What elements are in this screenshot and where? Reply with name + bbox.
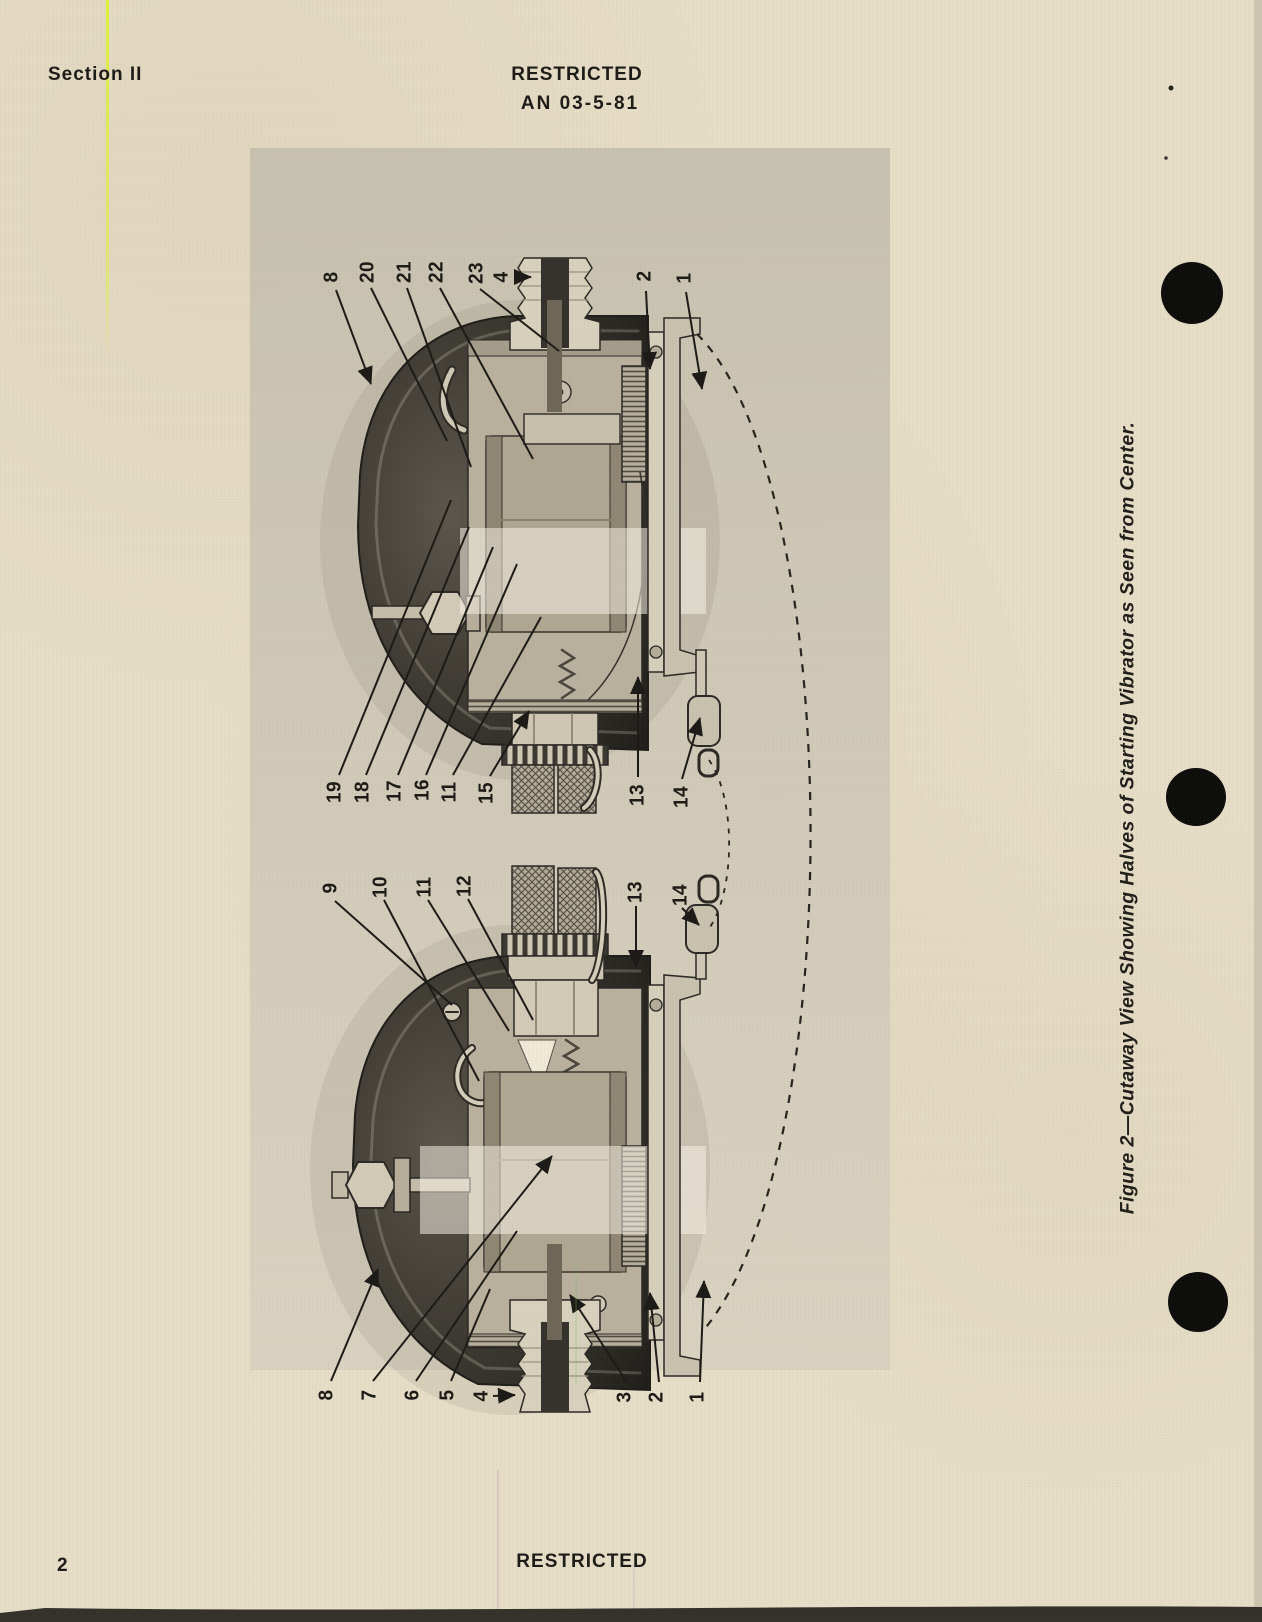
callout-bottom-view-14: 14	[669, 883, 692, 907]
scanner-edge-bottom	[0, 1606, 1262, 1622]
callout-top-view-8: 8	[320, 271, 343, 283]
mounting-plate-top-view	[647, 317, 701, 677]
callout-top-view-1: 1	[673, 272, 696, 284]
vibrator-bottom-view	[331, 865, 720, 1413]
callout-bottom-view-13: 13	[624, 880, 647, 904]
callout-leaders	[330, 269, 712, 1404]
punch-hole-middle	[1166, 768, 1226, 826]
callout-top-view-23: 23	[465, 261, 488, 285]
callout-top-view-14: 14	[670, 785, 693, 809]
connector-plug-bottom-view	[501, 865, 609, 1037]
callout-bottom-view-2: 2	[645, 1391, 668, 1403]
callout-top-view-21: 21	[393, 260, 416, 284]
ink-speck	[1164, 156, 1168, 160]
callout-bottom-view-8: 8	[315, 1389, 338, 1401]
threaded-fitting-bottom	[509, 1244, 601, 1413]
callout-bottom-view-12: 12	[453, 874, 476, 898]
header-doc-number: AN 03-5-81	[520, 93, 640, 114]
callout-top-view-20: 20	[356, 260, 379, 284]
punch-hole-top	[1161, 262, 1223, 324]
callout-bottom-view-1: 1	[686, 1391, 709, 1403]
contact-stack	[621, 365, 647, 483]
callout-top-view-15: 15	[475, 781, 498, 805]
ink-speck	[1168, 85, 1174, 91]
threaded-fitting-top	[509, 257, 601, 412]
callout-top-view-13: 13	[626, 783, 649, 807]
callout-bottom-view-6: 6	[401, 1389, 424, 1401]
callout-bottom-view-3: 3	[613, 1391, 636, 1403]
footer-classification: RESTRICTED	[516, 1551, 648, 1572]
callout-bottom-view-11: 11	[413, 876, 436, 898]
callout-top-view-16: 16	[411, 778, 434, 802]
callout-top-view-17: 17	[383, 779, 406, 803]
header-classification: RESTRICTED	[511, 64, 643, 85]
lead-wire-dashed	[696, 333, 812, 1333]
callout-top-view-2: 2	[633, 270, 656, 282]
callout-top-view-18: 18	[351, 780, 374, 804]
page-number: 2	[57, 1555, 69, 1576]
binder-line	[106, 0, 109, 355]
callout-top-view-11: 11	[438, 781, 461, 803]
punch-hole-bottom	[1168, 1272, 1228, 1332]
callout-top-view-4: 4	[490, 271, 513, 283]
callout-bottom-view-7: 7	[358, 1389, 381, 1401]
connector-plug-top-view	[501, 712, 609, 814]
callout-bottom-view-10: 10	[369, 875, 392, 899]
callout-bottom-view-4: 4	[470, 1390, 493, 1402]
callout-bottom-view-5: 5	[436, 1389, 459, 1401]
callout-bottom-view-9: 9	[319, 882, 342, 894]
callout-top-view-22: 22	[425, 260, 448, 284]
callout-top-view-19: 19	[323, 780, 346, 804]
header-section: Section II	[48, 64, 143, 85]
figure-caption: Figure 2—Cutaway View Showing Halves of …	[1116, 421, 1139, 1215]
